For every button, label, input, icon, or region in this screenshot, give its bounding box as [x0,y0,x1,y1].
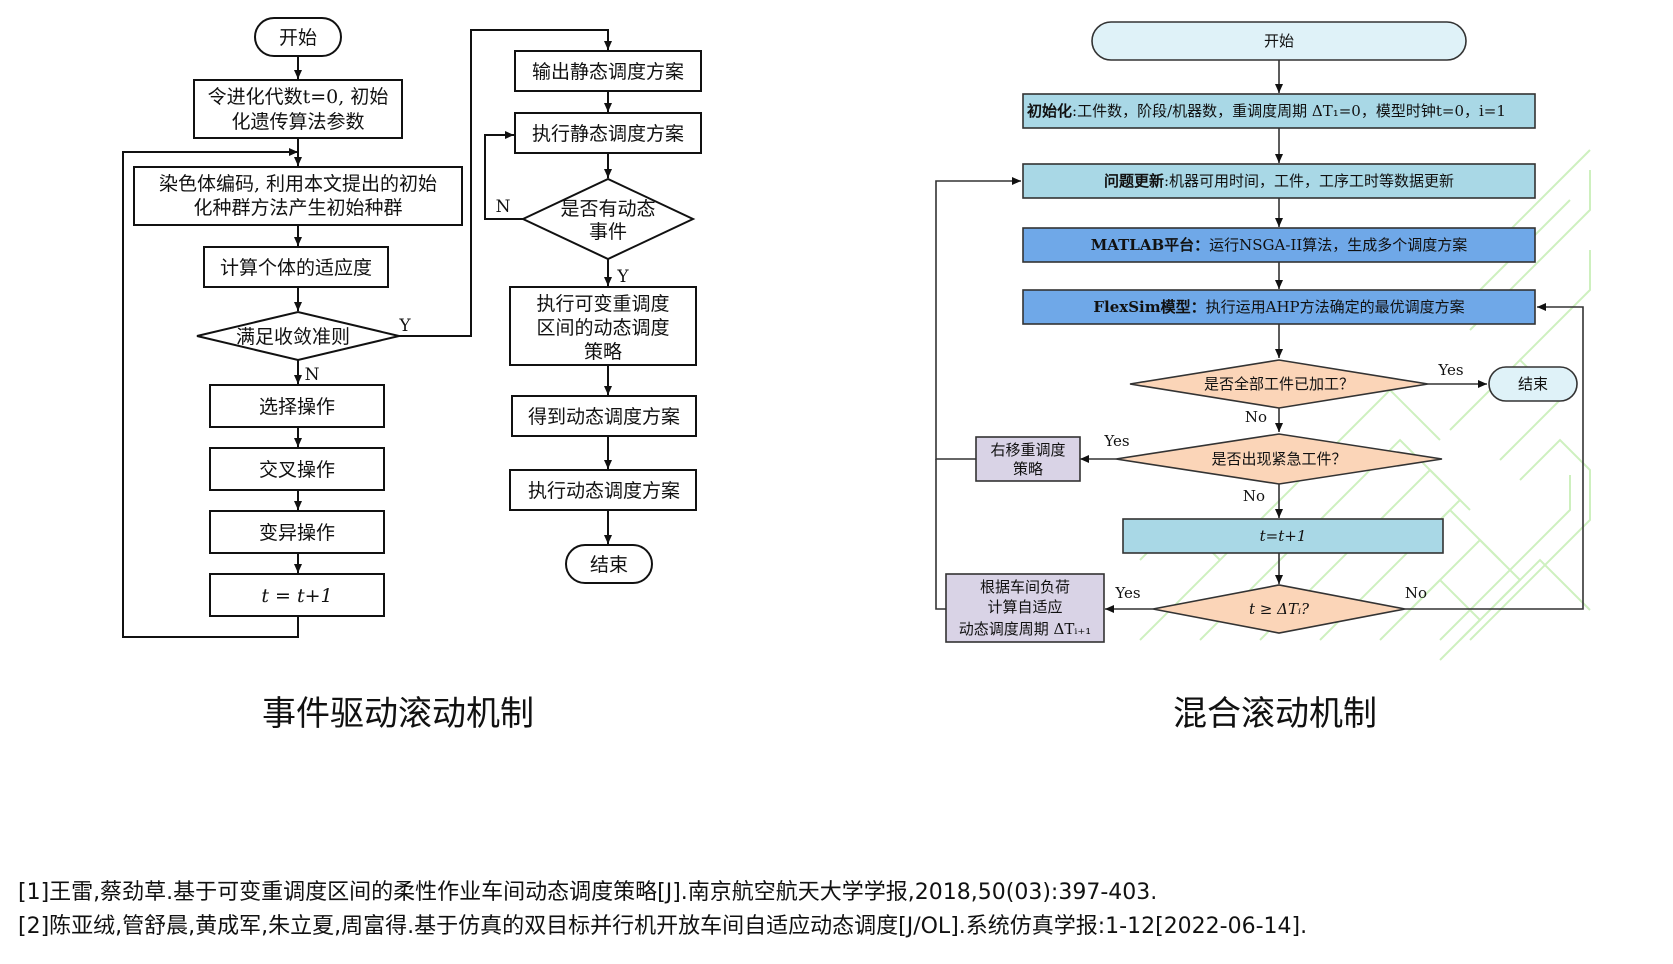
right-update-box [1022,163,1536,199]
left-select-box [209,384,385,428]
right-flowchart [935,21,1584,643]
left-var-label-2: 区间的动态调度 [536,317,669,339]
right-urgent-no: No [1243,487,1265,505]
left-converge-label: 满足收敛准则 [236,326,350,348]
right-update-bold: 问题更新 [1104,172,1164,190]
right-adaptive-label-2: 计算自适应 [987,598,1062,616]
left-flowchart [122,17,702,638]
left-init-box [193,79,403,139]
right-end-node [1488,366,1578,402]
right-flexsim-label: FlexSim模型：执行运用AHP方法确定的最优调度方案 [1093,298,1464,316]
right-shift-label-2: 策略 [1013,460,1043,478]
left-get-dyn-label: 得到动态调度方案 [528,406,680,428]
left-exec-dyn-box [509,469,697,511]
right-tick-label: t=t+1 [1260,527,1307,545]
right-adaptive-label-3: 动态调度周期 ΔTᵢ₊₁ [959,620,1092,638]
right-adaptive-box [945,573,1105,643]
left-var-label-1: 执行可变重调度 [536,293,669,315]
right-shift-label-1: 右移重调度 [990,441,1065,459]
references: [1]王雷,蔡劲草.基于可变重调度区间的柔性作业车间动态调度策略[J].南京航空… [18,876,1307,944]
right-init-rest: :工件数，阶段/机器数，重调度周期 ΔT₁=0，模型时钟t=0，i=1 [1072,102,1506,120]
left-dyn-event-label-2: 事件 [589,221,627,243]
left-converge-yes: Y [398,316,411,336]
left-init-label-2: 化遗传算法参数 [231,111,364,133]
right-period-label: t ≥ ΔTᵢ? [1249,600,1310,618]
right-all-done-yes: Yes [1437,361,1463,379]
left-mutate-box [209,510,385,554]
left-dyn-event-no: N [496,197,511,217]
reference-2: [2]陈亚绒,管舒晨,黄成军,朱立夏,周富得.基于仿真的双目标并行机开放车间自适… [18,914,1308,939]
left-select-label: 选择操作 [259,396,335,418]
left-encode-label-2: 化种群方法产生初始种群 [193,197,402,219]
right-update-label: 问题更新:机器可用时间，工件，工序工时等数据更新 [1104,172,1454,190]
left-start-label: 开始 [279,27,317,49]
left-out-static-label: 输出静态调度方案 [532,61,684,83]
right-all-done-label: 是否全部工件已加工？ [1204,375,1354,393]
right-shift-box [975,436,1081,482]
left-exec-static-box [514,112,702,154]
watermark-pattern [1139,149,1591,661]
left-crossover-label: 交叉操作 [259,459,335,481]
left-init-label-1: 令进化代数t=0, 初始 [208,86,389,108]
reference-1: [1]王雷,蔡劲草.基于可变重调度区间的柔性作业车间动态调度策略[J].南京航空… [18,880,1158,905]
left-increment-label: t = t+1 [261,585,332,607]
left-exec-dyn-label: 执行动态调度方案 [528,480,680,502]
right-end-label: 结束 [1518,375,1548,393]
right-period-yes: Yes [1114,584,1140,602]
right-init-box [1022,93,1536,129]
left-fitness-label: 计算个体的适应度 [220,257,372,279]
left-fitness-box [203,246,389,288]
left-exec-static-label: 执行静态调度方案 [532,123,684,145]
right-matlab-rest: 运行NSGA-II算法，生成多个调度方案 [1209,236,1467,254]
right-urgent-yes: Yes [1103,432,1129,450]
right-matlab-bold: MATLAB平台： [1091,236,1209,254]
left-caption: 事件驱动滚动机制 [262,694,534,734]
right-flowchart-text: 开始 初始化:工件数，阶段/机器数，重调度周期 ΔT₁=0，模型时钟t=0，i=… [959,32,1548,638]
left-out-static-box [514,50,702,92]
right-matlab-label: MATLAB平台：运行NSGA-II算法，生成多个调度方案 [1091,236,1468,254]
left-crossover-box [209,447,385,491]
left-mutate-label: 变异操作 [259,522,335,544]
left-end-label: 结束 [590,554,628,576]
right-urgent-diamond [1115,433,1443,485]
left-var-resched-box [509,286,697,366]
right-urgent-label: 是否出现紧急工件？ [1211,450,1346,468]
right-flexsim-bold: FlexSim模型： [1093,298,1205,316]
right-init-label: 初始化:工件数，阶段/机器数，重调度周期 ΔT₁=0，模型时钟t=0，i=1 [1027,102,1506,120]
right-update-rest: :机器可用时间，工件，工序工时等数据更新 [1164,172,1454,190]
left-dyn-event-yes: Y [616,267,629,287]
left-dyn-event-diamond [520,177,696,261]
right-init-bold: 初始化 [1027,102,1072,120]
left-dyn-event-label-1: 是否有动态 [560,198,655,220]
left-encode-label-1: 染色体编码, 利用本文提出的初始 [159,173,437,195]
left-increment-box [209,573,385,617]
right-period-no: No [1405,584,1427,602]
right-start-label: 开始 [1264,32,1294,50]
right-tick-box [1122,518,1444,554]
left-end-node [565,544,653,584]
right-adaptive-label-1: 根据车间负荷 [980,578,1070,596]
right-all-done-no: No [1245,408,1267,426]
right-flexsim-rest: 执行运用AHP方法确定的最优调度方案 [1206,298,1465,316]
left-converge-no: N [305,365,320,385]
left-flowchart-text: 开始 令进化代数t=0, 初始 化遗传算法参数 染色体编码, 利用本文提出的初始… [159,27,684,607]
left-get-dyn-box [511,395,697,437]
left-var-label-3: 策略 [584,341,622,363]
right-caption: 混合滚动机制 [1173,694,1377,734]
